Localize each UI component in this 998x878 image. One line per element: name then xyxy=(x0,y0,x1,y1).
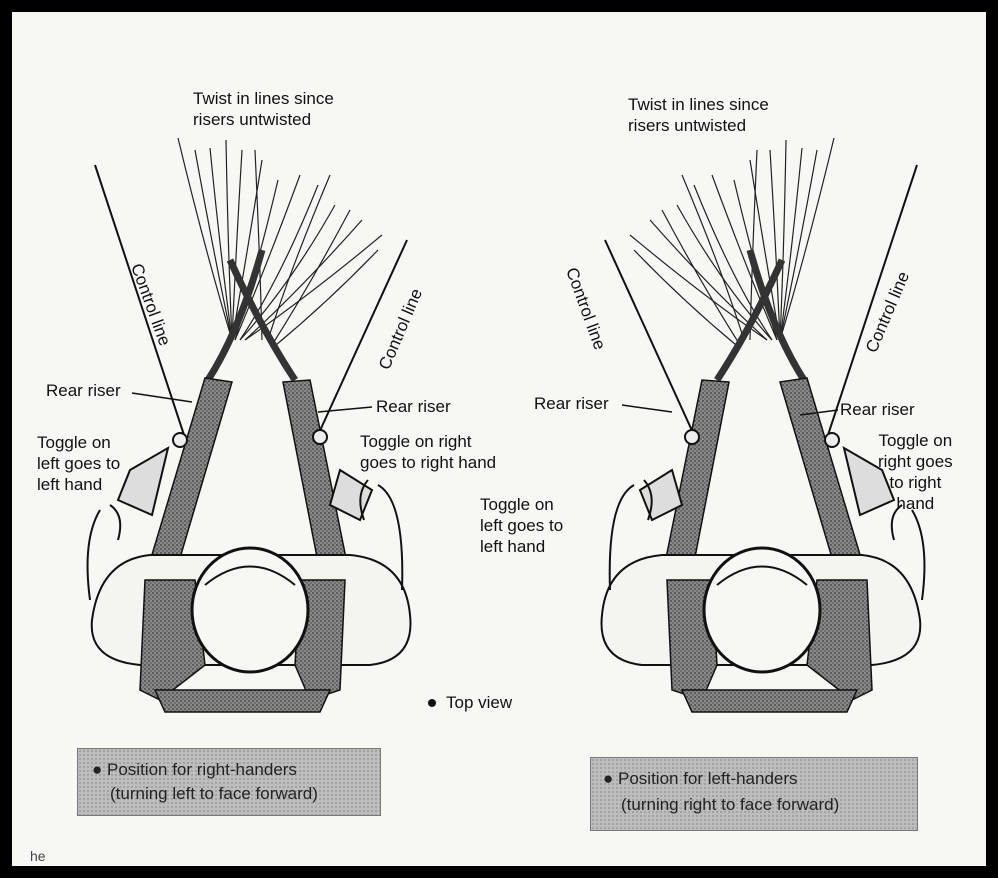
rear-riser-label-right-a: Rear riser xyxy=(534,393,609,414)
caption-left-handers-line1: ● Position for left-handers xyxy=(603,768,798,790)
figure-right-handers xyxy=(88,138,411,712)
leader-rear-riser-left-1 xyxy=(132,393,192,402)
rear-riser-label-left-b: Rear riser xyxy=(376,396,451,417)
rear-riser-label-left-a: Rear riser xyxy=(46,380,121,401)
bullet-dot xyxy=(428,699,436,707)
leader-rear-riser-right-1 xyxy=(318,407,372,412)
top-view-note: Top view xyxy=(446,692,512,713)
rear-riser-label-right-b: Rear riser xyxy=(840,399,915,420)
caption-right-handers-line2: (turning left to face forward) xyxy=(110,783,318,805)
figure-left-handers xyxy=(602,138,925,712)
caption-left-handers-line2: (turning right to face forward) xyxy=(621,794,839,816)
leader-rear-riser-left-2 xyxy=(622,405,672,412)
caption-box-left-handers: ● Position for left-handers (turning rig… xyxy=(590,757,918,831)
caption-right-handers-line1: ● Position for right-handers xyxy=(92,759,297,781)
caption-box-right-handers: ● Position for right-handers (turning le… xyxy=(77,748,381,816)
bottom-fragment-text: he xyxy=(30,846,46,867)
